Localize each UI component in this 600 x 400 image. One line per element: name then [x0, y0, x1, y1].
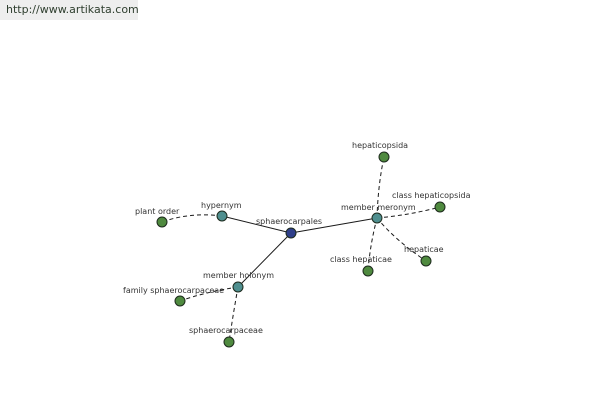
term-node-sphaerocarpaceae-circle[interactable] [223, 336, 235, 348]
edge-center-member-holonym [237, 232, 292, 288]
term-node-hepaticae[interactable]: hepaticae [404, 245, 444, 267]
center-node-label: sphaerocarpales [256, 217, 322, 226]
term-node-hepaticopsida-label: hepaticopsida [352, 141, 408, 150]
term-node-hepaticopsida[interactable]: hepaticopsida [352, 141, 408, 163]
site-url-link[interactable]: http://www.artikata.com [0, 0, 139, 20]
edge-meronym-class-hepaticopsida [376, 206, 441, 219]
edge-center-hypernym [221, 215, 292, 234]
term-node-sphaerocarpaceae[interactable]: sphaerocarpaceae [189, 326, 263, 348]
edge-center-member-meronym [290, 217, 378, 234]
term-node-sphaerocarpaceae-label: sphaerocarpaceae [189, 326, 263, 335]
term-node-plant-order[interactable]: plant order [135, 207, 180, 228]
relation-node-member-meronym[interactable]: member meronym [341, 203, 416, 224]
relation-node-member-holonym-circle[interactable] [232, 281, 244, 293]
edge-hypernym-plant-order [161, 214, 223, 223]
relation-node-hypernym[interactable]: hypernym [201, 201, 242, 222]
graph-edges [161, 156, 441, 343]
term-node-class-hepaticopsida-label: class hepaticopsida [392, 191, 471, 200]
center-node-circle[interactable] [285, 227, 297, 239]
term-node-class-hepaticae-label: class hepaticae [330, 255, 392, 264]
edge-meronym-hepaticae [376, 217, 427, 262]
relation-node-hypernym-circle[interactable] [216, 210, 228, 222]
term-node-class-hepaticae[interactable]: class hepaticae [330, 255, 392, 277]
relation-node-member-meronym-circle[interactable] [371, 212, 383, 224]
relation-node-hypernym-label: hypernym [201, 201, 242, 210]
term-node-family-sphaerocarpaceae-label: family sphaerocarpaceae [123, 286, 224, 295]
center-node[interactable]: sphaerocarpales [256, 217, 322, 239]
term-node-plant-order-label: plant order [135, 207, 180, 216]
term-node-family-sphaerocarpaceae-circle[interactable] [174, 295, 186, 307]
relation-node-member-meronym-label: member meronym [341, 203, 416, 212]
term-node-hepaticae-circle[interactable] [420, 255, 432, 267]
edge-holonym-family-sphaerocarpaceae [179, 286, 239, 302]
relation-node-member-holonym[interactable]: member holonym [203, 271, 274, 293]
relation-node-member-holonym-label: member holonym [203, 271, 274, 280]
term-node-hepaticopsida-circle[interactable] [378, 151, 390, 163]
term-node-plant-order-circle[interactable] [156, 216, 168, 228]
term-node-family-sphaerocarpaceae[interactable]: family sphaerocarpaceae [123, 286, 224, 307]
term-node-class-hepaticopsida[interactable]: class hepaticopsida [392, 191, 471, 213]
term-node-class-hepaticae-circle[interactable] [362, 265, 374, 277]
term-node-hepaticae-label: hepaticae [404, 245, 444, 254]
term-node-class-hepaticopsida-circle[interactable] [434, 201, 446, 213]
